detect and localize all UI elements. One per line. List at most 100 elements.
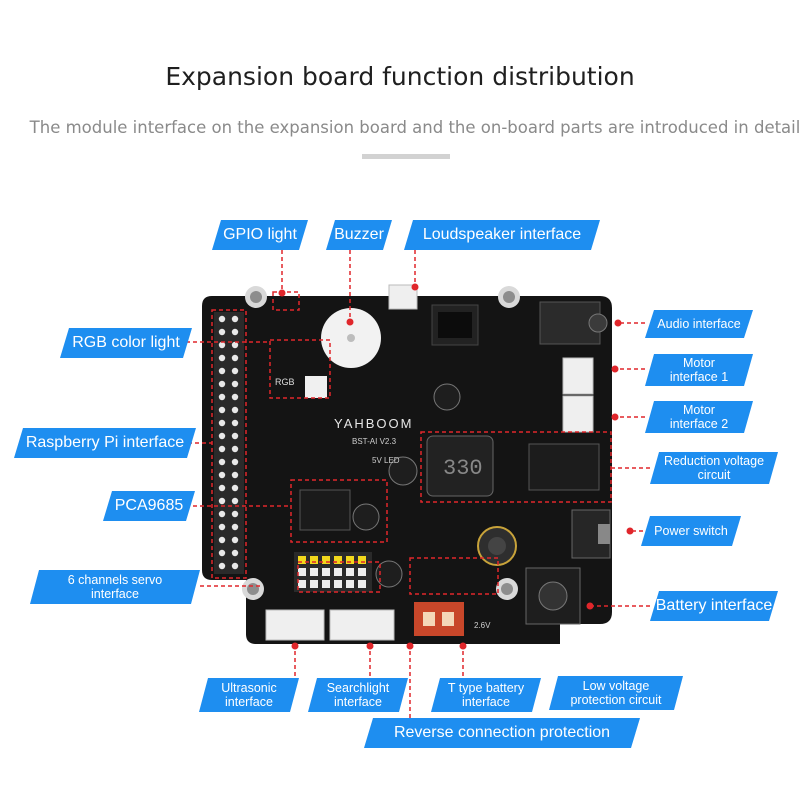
gpio-pin — [231, 458, 239, 466]
callout-servo-interface: 6 channels servo interface — [30, 570, 200, 604]
gpio-pin — [231, 549, 239, 557]
servo-pin — [322, 568, 330, 576]
highlight-rgb-led — [269, 339, 331, 399]
gpio-pin — [231, 562, 239, 570]
gpio-pin — [218, 523, 226, 531]
servo-pin — [358, 580, 366, 588]
callout-battery-interface: Battery interface — [650, 591, 778, 621]
gpio-pin — [231, 536, 239, 544]
inductor-label: 330 — [443, 456, 483, 481]
gpio-header — [214, 312, 244, 574]
callout-t-type-battery-interface: T type battery interface — [431, 678, 541, 712]
callout-motor-interface-1: Motor interface 1 — [645, 354, 753, 386]
gpio-pin — [218, 458, 226, 466]
servo-pin — [310, 580, 318, 588]
callout-ultrasonic-interface: Ultrasonic interface — [199, 678, 299, 712]
gpio-pin — [231, 523, 239, 531]
capacitor-2 — [388, 456, 418, 486]
gpio-pin — [218, 393, 226, 401]
servo-pin — [322, 580, 330, 588]
highlight-gpio-lights — [272, 291, 300, 311]
inductor — [426, 435, 494, 497]
gpio-pin — [218, 328, 226, 336]
servo-pin — [358, 568, 366, 576]
brand-silk-label: YAHBOOM — [334, 416, 414, 431]
gpio-pin — [231, 419, 239, 427]
gpio-pin — [218, 341, 226, 349]
servo-pin — [298, 568, 306, 576]
callout-reverse-connection-protection: Reverse connection protection — [364, 718, 640, 748]
callout-raspberry-pi-interface: Raspberry Pi interface — [14, 428, 196, 458]
servo-pin — [346, 568, 354, 576]
highlight-gpio-header — [211, 309, 247, 579]
gpio-pin — [231, 484, 239, 492]
motor-connector-1 — [562, 357, 594, 395]
gpio-pin — [231, 393, 239, 401]
gpio-pin — [231, 471, 239, 479]
gpio-pin — [231, 367, 239, 375]
capacitor-3 — [352, 503, 380, 531]
gpio-pin — [218, 471, 226, 479]
rgb-led — [305, 376, 327, 398]
servo-pin — [334, 568, 342, 576]
t-type-battery-connector — [414, 602, 464, 636]
gpio-pin — [218, 432, 226, 440]
capacitor-4 — [375, 560, 403, 588]
servo-pin — [346, 556, 354, 564]
figure-title: Expansion board function distribution — [165, 62, 635, 91]
gpio-pin — [218, 484, 226, 492]
gpio-pin — [231, 341, 239, 349]
callout-searchlight-interface: Searchlight interface — [308, 678, 408, 712]
gpio-pins — [218, 315, 239, 570]
callout-audio-interface: Audio interface — [645, 310, 753, 338]
servo-pin — [310, 568, 318, 576]
pca9685-chip — [299, 489, 351, 531]
gpio-pin — [218, 549, 226, 557]
led-silk-label: 5V LED — [372, 456, 400, 465]
gpio-pin — [218, 315, 226, 323]
highlight-reduction-circuit — [420, 431, 612, 503]
gpio-pin — [218, 445, 226, 453]
highlight-pca9685 — [290, 479, 388, 543]
gpio-pin — [218, 419, 226, 427]
servo-pin — [334, 580, 342, 588]
gpio-pin — [218, 536, 226, 544]
rgb-silk-label: RGB — [275, 377, 295, 387]
capacitor-1 — [433, 383, 461, 411]
gpio-pin — [218, 510, 226, 518]
callout-power-switch: Power switch — [641, 516, 741, 546]
callout-reduction-voltage-circuit: Reduction voltage circuit — [650, 452, 778, 484]
gpio-pin — [231, 497, 239, 505]
gpio-pin — [231, 406, 239, 414]
voltage-regulator — [528, 443, 600, 491]
servo-pin — [298, 556, 306, 564]
callout-rgb-color-light: RGB color light — [60, 328, 192, 358]
voltage-silk-label: 2.6V — [474, 621, 491, 630]
gpio-pin — [231, 328, 239, 336]
servo-pin — [334, 556, 342, 564]
servo-pin — [310, 556, 318, 564]
motor-connector-2 — [562, 395, 594, 433]
searchlight-connector — [329, 609, 395, 641]
gpio-pin — [218, 367, 226, 375]
servo-pin — [322, 556, 330, 564]
servo-pin — [358, 556, 366, 564]
gpio-pin — [231, 315, 239, 323]
gpio-pin — [231, 354, 239, 362]
callout-low-voltage-protection: Low voltage protection circuit — [549, 676, 683, 710]
callout-loudspeaker-interface: Loudspeaker interface — [404, 220, 600, 250]
gpio-pin — [218, 380, 226, 388]
figure-subtitle: The module interface on the expansion bo… — [29, 118, 800, 137]
servo-pins — [298, 556, 366, 588]
gpio-pin — [231, 432, 239, 440]
gpio-pin — [218, 497, 226, 505]
gpio-pin — [218, 406, 226, 414]
highlight-low-voltage — [409, 557, 499, 595]
gpio-pin — [218, 354, 226, 362]
servo-pin — [346, 580, 354, 588]
callout-gpio-light: GPIO light — [212, 220, 308, 250]
model-silk-label: BST-AI V2.3 — [352, 437, 397, 446]
gpio-pin — [231, 380, 239, 388]
